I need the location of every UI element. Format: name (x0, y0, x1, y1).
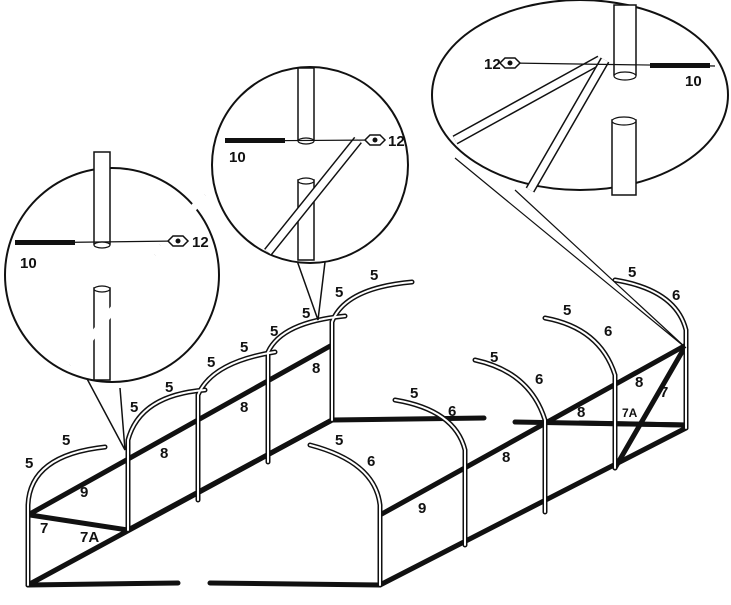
label-part-8: 8 (635, 374, 643, 391)
label-part-5: 5 (240, 339, 248, 356)
detail-callout-middle (211, 66, 409, 321)
left-frame (25, 279, 487, 588)
label-part-5: 5 (270, 323, 278, 340)
label-part-7: 7 (40, 520, 48, 537)
label-part-5: 5 (628, 264, 636, 281)
label-part-7A: 7A (80, 529, 99, 546)
label-part-5: 5 (62, 432, 70, 449)
label-part-6: 6 (448, 403, 456, 420)
label-part-6: 6 (604, 323, 612, 340)
label-part-8: 8 (502, 449, 510, 466)
label-part-5: 5 (563, 302, 571, 319)
label-part-5: 5 (165, 379, 173, 396)
label-part-9: 9 (80, 484, 88, 501)
label-part-5: 5 (370, 267, 378, 284)
label-part-6: 6 (367, 453, 375, 470)
right-frame (207, 277, 689, 588)
label-part-5: 5 (335, 284, 343, 301)
label-part-5: 5 (25, 455, 33, 472)
label-part-5: 5 (335, 432, 343, 449)
label-part-5: 5 (490, 349, 498, 366)
label-part-7: 7 (660, 384, 668, 401)
label-part-6: 6 (672, 287, 680, 304)
label-part-8: 8 (240, 399, 248, 416)
label-part-8: 8 (160, 445, 168, 462)
detail-callout-left (4, 151, 220, 451)
label-nut-12: 12 (484, 56, 501, 73)
label-part-6: 6 (535, 371, 543, 388)
label-part-8: 8 (312, 360, 320, 377)
label-part-9: 9 (418, 500, 426, 517)
detail-callout-right (431, 0, 729, 349)
label-part-5: 5 (130, 399, 138, 416)
label-part-8: 8 (577, 404, 585, 421)
label-part-5: 5 (410, 385, 418, 402)
label-part-7A: 7A (622, 406, 638, 420)
label-bolt-10: 10 (20, 255, 37, 272)
label-nut-12: 12 (192, 234, 209, 251)
label-part-5: 5 (207, 354, 215, 371)
label-bolt-10: 10 (229, 149, 246, 166)
label-part-5: 5 (302, 305, 310, 322)
label-bolt-10: 10 (685, 73, 702, 90)
label-nut-12: 12 (388, 133, 405, 150)
